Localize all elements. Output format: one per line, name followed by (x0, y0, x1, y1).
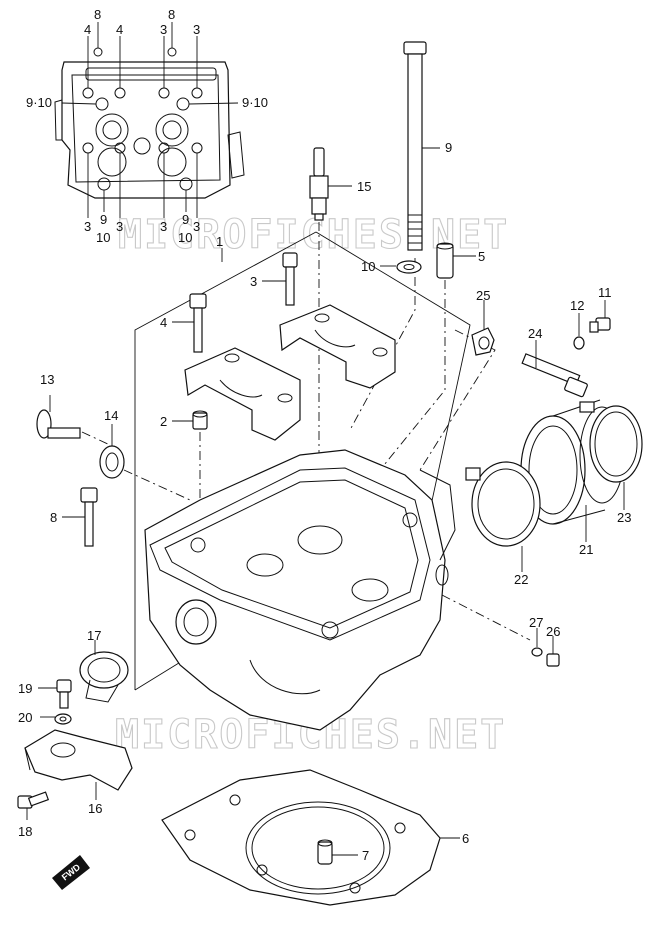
callout-3: 3 (250, 274, 257, 289)
inset-label-3-b: 3 (193, 22, 200, 37)
part-18-bolt (17, 791, 50, 820)
part-16-thermostat-cover (24, 729, 133, 800)
part-20-washer (40, 713, 72, 725)
callout-24: 24 (528, 326, 542, 341)
inset-label-8-right: 8 (168, 7, 175, 22)
part-2-dowel (172, 410, 208, 430)
part-5-sleeve (436, 242, 476, 279)
callout-26: 26 (546, 624, 560, 639)
inset-label-9-a: 9 (100, 212, 107, 227)
callout-8: 8 (50, 510, 57, 525)
inset-label-9-10-right: 9·10 (242, 95, 268, 110)
callout-5: 5 (478, 249, 485, 264)
inset-label-3-f: 3 (193, 219, 200, 234)
part-10-washer (380, 260, 422, 274)
cylinder-head-body (144, 449, 456, 731)
part-26-bolt (546, 636, 560, 667)
callout-9: 9 (445, 140, 452, 155)
callout-19: 19 (18, 681, 32, 696)
callout-18: 18 (18, 824, 32, 839)
callout-1: 1 (216, 234, 223, 249)
callout-6: 6 (462, 831, 469, 846)
part-7-dowel-pin (317, 839, 358, 865)
inset-label-10-a: 10 (96, 230, 110, 245)
inset-label-10-b: 10 (178, 230, 192, 245)
inset-label-4-left: 4 (84, 22, 91, 37)
inset-label-4-right: 4 (116, 22, 123, 37)
callout-20: 20 (18, 710, 32, 725)
inset-head-top-view (54, 22, 245, 218)
fwd-arrow-icon: FWD (52, 855, 90, 890)
inset-label-8-left: 8 (94, 7, 101, 22)
inset-label-9-10-left: 9·10 (26, 95, 52, 110)
callout-22: 22 (514, 572, 528, 587)
camshaft-holder-left (184, 347, 301, 441)
callout-15: 15 (357, 179, 371, 194)
callout-4: 4 (160, 315, 167, 330)
camshaft-holder-right (279, 304, 396, 389)
part-12-washer (573, 313, 585, 350)
inset-label-3-e: 3 (160, 219, 167, 234)
part-9-long-bolt (403, 41, 440, 251)
callout-25: 25 (476, 288, 490, 303)
inset-label-3-d: 3 (116, 219, 123, 234)
part-13-bolt (36, 395, 81, 439)
part-22-clamp (465, 461, 541, 572)
callout-10: 10 (361, 259, 375, 274)
part-27-washer (531, 628, 543, 657)
callout-16: 16 (88, 801, 102, 816)
part-8-bolt (62, 487, 98, 547)
callout-23: 23 (617, 510, 631, 525)
part-19-bolt (38, 679, 72, 709)
part-24-stud (521, 340, 588, 398)
callout-17: 17 (87, 628, 101, 643)
callout-11: 11 (598, 285, 612, 300)
callout-13: 13 (40, 372, 54, 387)
part-14-oring (99, 424, 125, 479)
callout-21: 21 (579, 542, 593, 557)
part-25-seal (471, 300, 495, 356)
part-17-thermostat (79, 640, 129, 703)
inset-label-3-a: 3 (160, 22, 167, 37)
part-4-bolt (172, 293, 207, 353)
inset-label-3-c: 3 (84, 219, 91, 234)
callout-14: 14 (104, 408, 118, 423)
callout-12: 12 (570, 298, 584, 313)
part-3-bolt (262, 252, 298, 306)
part-6-head-gasket (161, 769, 460, 906)
part-15-spark-plug (309, 147, 352, 221)
part-23-clamp (579, 401, 643, 510)
callout-2: 2 (160, 414, 167, 429)
callout-7: 7 (362, 848, 369, 863)
part-11-bolt (589, 300, 611, 333)
callout-27: 27 (529, 615, 543, 630)
inset-label-9-b: 9 (182, 212, 189, 227)
